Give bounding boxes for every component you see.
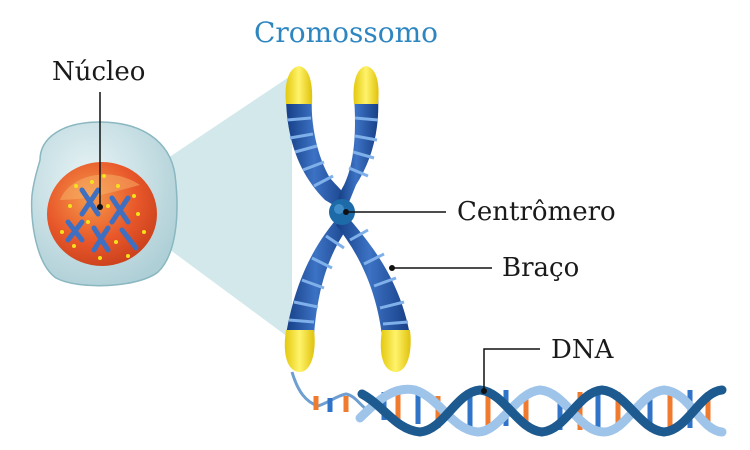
nucleus-dots: [60, 174, 146, 260]
nucleus-leader-dot: [97, 204, 103, 210]
dna-backbone-light: [355, 384, 727, 437]
chromatid-lower-right: [336, 215, 410, 335]
chromosome: [284, 66, 411, 372]
dna-label: DNA: [551, 335, 615, 365]
telomere-lower-right: [380, 330, 411, 372]
nucleus-label: Núcleo: [52, 57, 145, 87]
dna-leader: [483, 348, 540, 390]
centromere-label: Centrômero: [457, 197, 616, 227]
nucleus-chromosomes: [65, 187, 139, 253]
telomere-lower-left: [284, 330, 315, 372]
chromatid-lower-left: [286, 215, 352, 335]
dna-helix: [290, 371, 727, 437]
centromere-leader-dot: [343, 209, 349, 215]
chromatid-upper-right: [338, 95, 379, 212]
dna-leader-dot: [481, 388, 487, 394]
chromosome-title: Cromossomo: [254, 16, 438, 49]
arm-leader-dot: [389, 265, 395, 271]
chromatid-upper-left: [286, 95, 349, 212]
telomere-upper-left: [285, 66, 313, 104]
dna-tail: [290, 371, 371, 414]
zoom-cone: [150, 75, 292, 340]
telomere-upper-right: [353, 66, 379, 104]
arm-label: Braço: [502, 253, 579, 283]
dna-backbone-dark: [357, 385, 727, 437]
